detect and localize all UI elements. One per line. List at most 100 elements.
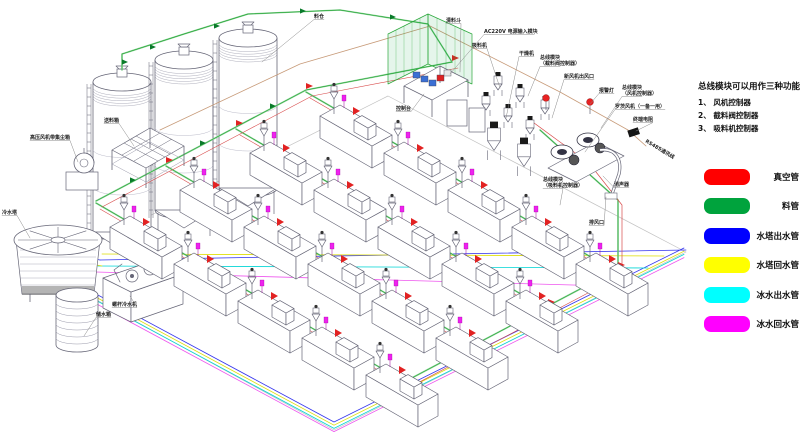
hopper-cone xyxy=(311,313,321,322)
clamp-top xyxy=(539,300,563,314)
label-text-2: （截料阀控制器） xyxy=(540,60,580,67)
legend-swatch-material-pipe xyxy=(704,198,750,214)
loader-body xyxy=(382,270,390,277)
label-text: 总线模块 xyxy=(622,84,643,91)
loader-body xyxy=(388,196,396,203)
label-text: 总线模块 xyxy=(543,176,564,183)
hopper-motor-icon xyxy=(505,104,511,108)
bus-module-icon xyxy=(405,131,411,139)
label-leader xyxy=(505,56,535,119)
clamp-top xyxy=(335,337,359,351)
storage-silo xyxy=(148,43,214,236)
hopper-cone xyxy=(445,313,455,322)
flow-arrow-icon xyxy=(130,177,136,183)
feed-trunk xyxy=(95,61,453,202)
loader-motor-icon xyxy=(320,230,324,235)
perimeter-water-pipe-2 xyxy=(43,253,685,429)
hopper-cone xyxy=(329,91,339,100)
injection-molding-machine xyxy=(435,304,509,391)
legend-item-vacuum-pipe: 真空管 xyxy=(704,168,799,185)
injection-molding-machine xyxy=(383,119,457,206)
clamp-top xyxy=(207,263,231,277)
roots-blower-group xyxy=(547,132,625,200)
cutoff-valve-icon xyxy=(277,218,284,226)
vacuum-trunk xyxy=(101,67,459,208)
injection-molding-machine xyxy=(505,267,579,354)
hopper-cone xyxy=(525,127,535,135)
hopper-body xyxy=(525,119,535,129)
label-silencer: 消声器 xyxy=(602,175,630,188)
mesh-fence-panel xyxy=(387,13,429,85)
dryer-cabinet xyxy=(446,99,468,127)
silo-rib xyxy=(154,70,214,79)
loader-motor-icon xyxy=(332,82,336,87)
hopper-cone xyxy=(481,103,491,111)
label-leader xyxy=(1,215,31,239)
signal-group xyxy=(542,94,640,138)
blower-motor-icon xyxy=(594,142,606,154)
hopper-cone xyxy=(451,239,461,248)
loader-motor-icon xyxy=(384,267,388,272)
silo-rib xyxy=(154,65,214,74)
label-leader xyxy=(600,96,643,129)
hopper-cone xyxy=(493,83,503,91)
legend-item-tower-return-pipe: 水塔回水管 xyxy=(704,257,799,274)
loader-motor-icon xyxy=(390,193,394,198)
label-leader xyxy=(471,48,501,89)
loader-motor-icon xyxy=(524,193,528,198)
label-hp-blower: 高压风机带集尘箱 xyxy=(29,134,79,163)
cutoff-valve-icon xyxy=(609,255,616,263)
silo-rib xyxy=(154,68,214,77)
bus-module-icon xyxy=(271,131,277,139)
label-text: 消声器 xyxy=(614,181,630,188)
legend-swatch-chilled-return-pipe xyxy=(704,316,750,332)
hopper-cone xyxy=(540,107,550,115)
bus-note-item-3: 3、 吸料机控制器 xyxy=(698,124,759,133)
flow-arrow-icon xyxy=(300,8,306,14)
loader-body xyxy=(522,196,530,203)
table-shelf xyxy=(111,141,185,183)
tank-rib xyxy=(55,302,99,310)
hopper-motor-icon xyxy=(483,92,489,96)
hopper-cone xyxy=(189,165,199,174)
vacuum-hopper xyxy=(525,116,535,140)
label-leader xyxy=(449,34,535,75)
flow-arrow-icon xyxy=(122,59,128,65)
injection-molding-machine xyxy=(575,230,649,317)
label-text: 干燥机 xyxy=(519,50,534,57)
bus-module-icon xyxy=(265,205,271,213)
loader-motor-icon xyxy=(448,304,452,309)
legend-label: 冰水回水管 xyxy=(756,320,799,330)
label-leader xyxy=(527,66,561,97)
loader-motor-icon xyxy=(122,193,126,198)
clamp-top xyxy=(341,263,365,277)
cutoff-valve-icon xyxy=(341,255,348,263)
bus-module-icon xyxy=(527,279,533,287)
bus-module-icon xyxy=(201,168,207,176)
dryer-cabinet xyxy=(468,107,486,133)
label-leader xyxy=(551,79,595,119)
vacuum-hopper xyxy=(487,121,501,160)
silo-cap-top xyxy=(177,43,191,48)
hopper-cone xyxy=(393,128,403,137)
hopper-motor-icon xyxy=(527,116,533,120)
clamp-top xyxy=(411,226,435,240)
bus-module-icon xyxy=(335,168,341,176)
label-cooling-tower: 冷水塔 xyxy=(1,209,31,239)
label-text: 送料箱 xyxy=(103,117,119,124)
silo-cap-top xyxy=(241,21,255,26)
clamp-top xyxy=(609,263,633,277)
bus-module-icon xyxy=(469,168,475,176)
loader-body xyxy=(254,196,262,203)
tank-rib xyxy=(55,323,99,331)
loader-motor-icon xyxy=(250,267,254,272)
blower-base xyxy=(547,141,625,183)
loader-motor-icon xyxy=(518,267,522,272)
blower-rotor-icon xyxy=(583,137,593,143)
tank-body xyxy=(55,295,99,353)
loader-body xyxy=(260,122,268,129)
cutoff-valve-icon xyxy=(469,329,476,337)
label-console: 控制台 xyxy=(395,93,425,112)
loader-body xyxy=(516,270,524,277)
